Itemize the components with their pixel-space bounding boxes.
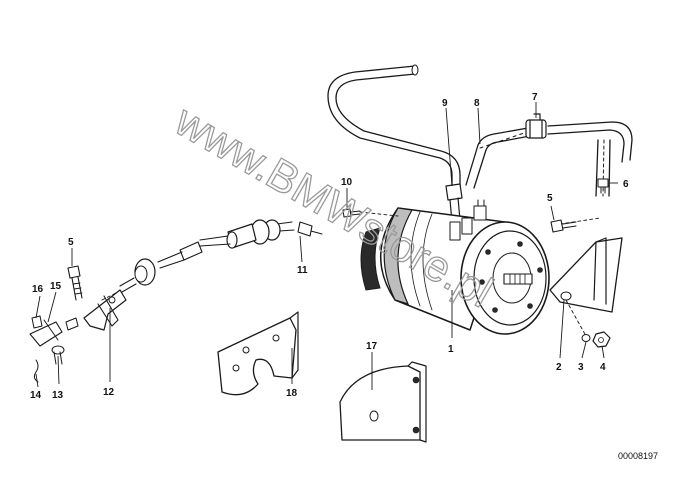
leader-lines: [35, 102, 618, 390]
bracket-18: [217, 311, 299, 396]
bolt-left: [67, 265, 83, 301]
callout-1: 1: [448, 344, 454, 355]
callout-13: 13: [52, 390, 64, 401]
callout-15: 15: [50, 281, 62, 292]
pin-13: [51, 345, 65, 365]
callout-labels: 1 2 3 4 5 5 6 7 8 9 10 11 12 13 14 15 16…: [30, 92, 629, 401]
callout-8: 8: [474, 98, 480, 109]
callout-14: 14: [30, 390, 42, 401]
callout-18: 18: [286, 388, 298, 399]
diagram-code: 00008197: [618, 451, 658, 461]
washer-and-nut: [581, 331, 611, 348]
mounting-bracket-right: [549, 217, 623, 337]
clip-16: [31, 315, 43, 329]
cable-bracket: [83, 289, 127, 331]
callout-6: 6: [623, 179, 629, 190]
callout-11: 11: [297, 265, 308, 276]
callout-3: 3: [578, 362, 584, 373]
callout-4: 4: [600, 362, 606, 373]
cable-end: [65, 317, 79, 331]
bowden-cable: [101, 219, 323, 301]
vacuum-hose: [327, 64, 633, 197]
vacuum-unit: [360, 199, 550, 335]
callout-9: 9: [442, 98, 448, 109]
callout-5-right: 5: [547, 193, 553, 204]
spring-clip-14: [33, 359, 39, 383]
callout-16: 16: [32, 284, 44, 295]
clip-6: [597, 178, 609, 194]
callout-17: 17: [366, 341, 378, 352]
hose-fitting: [445, 183, 463, 223]
callout-5-left: 5: [68, 237, 74, 248]
lever-15: [29, 319, 63, 347]
callout-7: 7: [532, 92, 538, 103]
callout-2: 2: [556, 362, 562, 373]
bolt-right: [550, 219, 577, 233]
callout-12: 12: [103, 387, 115, 398]
callout-10: 10: [341, 177, 353, 188]
plate-17: [339, 361, 427, 443]
screw-10: [342, 208, 399, 218]
